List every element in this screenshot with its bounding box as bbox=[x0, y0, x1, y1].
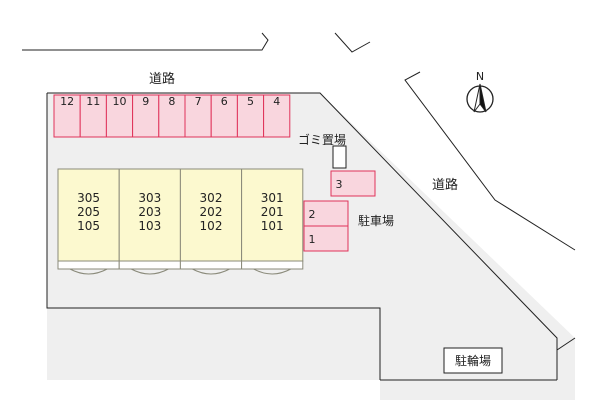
unit-number: 203 bbox=[138, 205, 161, 219]
parking-side: 3 2 1 bbox=[303, 170, 376, 252]
road-label-top: 道路 bbox=[149, 71, 175, 87]
road-label-right: 道路 bbox=[432, 177, 458, 193]
unit-number: 105 bbox=[77, 219, 100, 233]
parking-space-number: 11 bbox=[86, 95, 100, 108]
parking-space-number: 8 bbox=[168, 95, 175, 108]
parking-space: 4 bbox=[263, 94, 291, 138]
bicycle-parking-label: 駐輪場 bbox=[455, 353, 491, 368]
parking-space-number: 2 bbox=[309, 208, 316, 221]
lot-boundary-left bbox=[46, 93, 381, 380]
garbage-label: ゴミ置場 bbox=[298, 132, 346, 147]
parking-space-number: 5 bbox=[247, 95, 254, 108]
road-edge-top-right bbox=[334, 32, 371, 53]
compass-north-label: N bbox=[476, 70, 484, 83]
unit-number: 102 bbox=[200, 219, 223, 233]
parking-space: 9 bbox=[132, 94, 160, 138]
parking-space-number: 1 bbox=[309, 233, 316, 246]
parking-space-number: 10 bbox=[113, 95, 127, 108]
unit-number: 301 bbox=[261, 191, 284, 205]
road-edge-right bbox=[404, 71, 576, 251]
unit-number: 201 bbox=[261, 205, 284, 219]
unit-number: 101 bbox=[261, 219, 284, 233]
parking-space: 10 bbox=[105, 94, 134, 138]
parking-space-number: 4 bbox=[273, 95, 280, 108]
parking-space: 11 bbox=[79, 94, 107, 138]
unit-number: 302 bbox=[200, 191, 223, 205]
road-edge-right-lower bbox=[556, 337, 576, 351]
parking-space: 8 bbox=[158, 94, 186, 138]
parking-space: 2 bbox=[303, 200, 349, 227]
compass-icon: N bbox=[466, 70, 494, 113]
unit-number: 303 bbox=[138, 191, 161, 205]
parking-row-top: 12 11 10 9 8 7 6 5 4 bbox=[53, 94, 291, 138]
road-edge-top bbox=[22, 32, 269, 51]
parking-space: 1 bbox=[303, 225, 349, 252]
parking-space-number: 9 bbox=[142, 95, 149, 108]
garbage-box bbox=[332, 145, 347, 169]
unit-number: 205 bbox=[77, 205, 100, 219]
parking-space-number: 12 bbox=[60, 95, 74, 108]
parking-space: 12 bbox=[53, 94, 81, 138]
parking-space-number: 7 bbox=[195, 95, 202, 108]
unit-number: 202 bbox=[200, 205, 223, 219]
parking-space-number: 3 bbox=[336, 178, 343, 191]
lot-boundary-right bbox=[47, 92, 558, 380]
bicycle-parking-box bbox=[443, 347, 503, 374]
parking-space: 5 bbox=[236, 94, 265, 138]
parking-space: 6 bbox=[210, 94, 238, 138]
parking-space: 7 bbox=[184, 94, 212, 138]
parking-space: 3 bbox=[330, 170, 376, 197]
parking-space-number: 6 bbox=[221, 95, 228, 108]
unit-number: 103 bbox=[138, 219, 161, 233]
unit-number: 305 bbox=[77, 191, 100, 205]
parking-label: 駐車場 bbox=[358, 213, 394, 228]
